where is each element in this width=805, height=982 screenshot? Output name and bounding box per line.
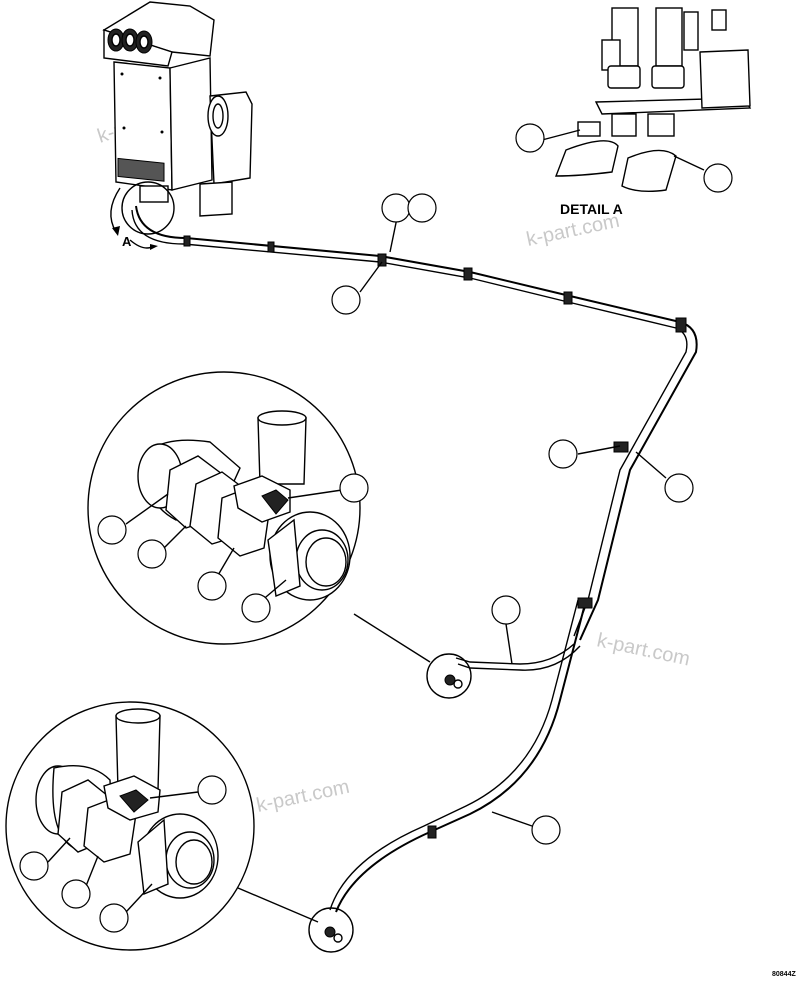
hose-route bbox=[131, 205, 698, 953]
hose-clamp bbox=[183, 235, 191, 247]
callout-balloon bbox=[241, 593, 271, 623]
callout-balloon bbox=[491, 595, 521, 625]
hose-clamp bbox=[463, 267, 473, 281]
hose-clamp bbox=[377, 253, 387, 267]
callout-balloon bbox=[19, 851, 49, 881]
valve-grille bbox=[117, 157, 165, 182]
enlarged-view-lower bbox=[5, 701, 319, 951]
callout-balloon bbox=[407, 193, 437, 223]
callout-balloon bbox=[664, 473, 694, 503]
hose-branch-upper bbox=[455, 643, 575, 665]
callout-balloon bbox=[531, 815, 561, 845]
callout-balloon bbox=[703, 163, 733, 193]
upper-fitting-circle bbox=[426, 653, 472, 699]
hose-clamp bbox=[563, 291, 573, 305]
callout-balloon bbox=[339, 473, 369, 503]
hose-clamp bbox=[675, 317, 687, 333]
enlarged-view-leader bbox=[237, 887, 319, 923]
detail-a-title: DETAIL A bbox=[560, 201, 623, 217]
callout-balloon bbox=[548, 439, 578, 469]
callout-balloon bbox=[99, 903, 129, 933]
view-arrow bbox=[110, 187, 121, 233]
watermark-3: k-part.com bbox=[595, 629, 692, 670]
callout-balloon bbox=[197, 775, 227, 805]
enlarged-view-leader bbox=[353, 613, 431, 663]
enlarged-view-circle bbox=[5, 701, 255, 951]
enlarged-view-circle bbox=[87, 371, 361, 645]
hose-clamp bbox=[577, 597, 593, 609]
callout-balloon bbox=[97, 515, 127, 545]
callout-balloon bbox=[381, 193, 411, 223]
drawing-number: 80844Z bbox=[772, 971, 796, 978]
view-arrow-label: A bbox=[122, 234, 132, 249]
enlarged-view-upper bbox=[87, 371, 431, 663]
detail-a-circle bbox=[121, 181, 175, 235]
lower-fitting-circle bbox=[308, 907, 354, 953]
callout-balloon bbox=[61, 879, 91, 909]
detail-a-view: DETAIL A bbox=[554, 7, 752, 217]
callout-balloons bbox=[331, 123, 733, 845]
callout-balloon bbox=[515, 123, 545, 153]
hose-clamp bbox=[267, 241, 275, 253]
callout-balloon bbox=[137, 539, 167, 569]
valve-block-assembly: A bbox=[102, 1, 253, 250]
callout-balloon bbox=[197, 571, 227, 601]
hose-lower-outer bbox=[335, 599, 587, 913]
watermark-4: k-part.com bbox=[254, 776, 351, 817]
callout-balloon bbox=[331, 285, 361, 315]
hose-lower-inner bbox=[329, 599, 579, 911]
hose-clamp bbox=[427, 825, 437, 839]
